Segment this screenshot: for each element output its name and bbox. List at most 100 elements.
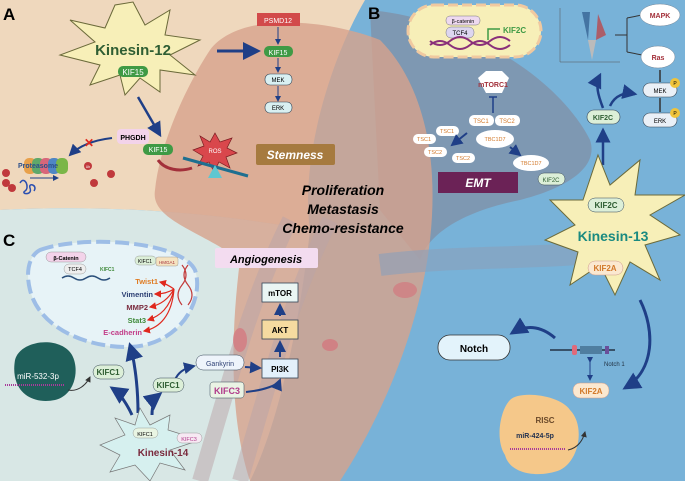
kif2c-pill — [587, 197, 625, 213]
erk-pill — [642, 112, 678, 128]
red-blood-cell — [322, 339, 338, 351]
svg-text:Ub: Ub — [86, 165, 91, 169]
psmd12-box — [257, 13, 300, 26]
mir-532-3p-label: miR-532-3p — [17, 372, 59, 381]
mapk-node — [639, 3, 681, 27]
gankyrin-label: Gankyrin — [206, 361, 234, 368]
arrow — [608, 84, 638, 107]
beta-catenin-label: β-catenin — [452, 19, 475, 25]
kif15-label: KIF15 — [269, 50, 288, 57]
emt-box — [438, 172, 518, 193]
erk-label: ERK — [272, 106, 284, 112]
svg-text:TSC2: TSC2 — [428, 150, 442, 156]
svg-text:Twist1: Twist1 — [135, 277, 158, 286]
notch1-label: Notch 1 — [604, 362, 625, 368]
hmga1-box — [155, 256, 179, 267]
svg-text:TBC1D7: TBC1D7 — [520, 161, 541, 167]
arrow — [156, 159, 193, 172]
risc-label: RISC — [535, 416, 554, 425]
mtor-box — [261, 282, 299, 303]
kif15-label: KIF15 — [149, 147, 168, 154]
gankyrin-pill — [195, 354, 245, 371]
target-gene-list: Twist1 Vimentin MMP2 Stat3 E-cadherin — [103, 277, 158, 337]
inhibition-x-icon: ✕ — [84, 136, 94, 150]
kifc3-label: KIFC3 — [181, 437, 197, 443]
arrow — [245, 378, 282, 393]
kinesin-13-label: Kinesin-13 — [578, 228, 649, 244]
svg-text:Vimentin: Vimentin — [121, 290, 153, 299]
erk-label: ERK — [654, 119, 666, 125]
panel-c-label: C — [3, 231, 15, 250]
mir-424-5p-label: miR-424-5p — [516, 433, 554, 440]
kifc1-label: KIFC1 — [156, 381, 180, 390]
kinesin-13-star — [543, 153, 685, 297]
inhibition-line — [489, 96, 497, 113]
psmd12-label: PSMD12 — [264, 18, 292, 25]
emt-label: EMT — [465, 176, 492, 190]
branch-arrow — [615, 14, 643, 56]
arrow — [508, 144, 522, 157]
arrow — [67, 376, 91, 391]
mek-pill — [264, 73, 293, 86]
angiogenesis-box — [215, 248, 318, 268]
arrow — [142, 392, 163, 416]
kif2a-label: KIF2A — [579, 387, 602, 396]
red-blood-cell — [233, 328, 247, 352]
kif2c-label: KIF2C — [594, 201, 617, 210]
mek-label: MEK — [271, 78, 284, 84]
beta-catenin-label: β-Catenin — [53, 256, 79, 262]
panel-b-label: B — [368, 4, 380, 23]
panel-a-label: A — [3, 5, 15, 24]
kifc1-label: KIFC1 — [137, 432, 153, 438]
pi3k-box — [261, 358, 299, 379]
phospho-icon — [670, 108, 680, 118]
svg-text:TSC1: TSC1 — [473, 119, 489, 125]
stemness-label: Stemness — [267, 148, 324, 162]
stemness-box — [256, 144, 335, 165]
arrow — [244, 361, 262, 374]
kinesin-14-star — [99, 407, 202, 481]
tcf4-label: TCF4 — [68, 267, 82, 273]
erk-pill — [264, 101, 293, 114]
ras-node — [640, 45, 676, 69]
kif15-pill — [143, 144, 173, 155]
chemo-resistance-label: Chemo-resistance — [282, 220, 404, 236]
blocked-arrow — [68, 137, 113, 157]
mek-pill — [642, 82, 678, 98]
transcription-arrow — [487, 28, 500, 40]
svg-text:TSC1: TSC1 — [417, 137, 431, 143]
kifc1-pill — [92, 364, 125, 380]
arrow — [109, 386, 134, 416]
balance-fulcrum — [208, 165, 222, 178]
dna-icon — [429, 36, 511, 50]
kinesin-12-label: Kinesin-12 — [95, 42, 171, 59]
tcf4-label: TCF4 — [453, 31, 469, 37]
svg-text:Stat3: Stat3 — [128, 316, 146, 325]
kinesin-12-star — [58, 1, 202, 97]
arrow — [587, 72, 605, 109]
arrow — [622, 299, 652, 390]
risc-complex — [499, 394, 579, 475]
beta-catenin-pill — [445, 15, 481, 26]
mirna-complex-icon — [14, 342, 76, 401]
volcano-plot — [559, 8, 620, 63]
phospho-label: P — [673, 81, 677, 87]
kifc1-gene-label: KIFC1 — [100, 267, 115, 273]
kif2c-gene-label: KIF2C — [503, 26, 526, 35]
kif2c-pill — [537, 172, 566, 186]
kifc1-label: KIFC1 — [96, 368, 120, 377]
red-blood-cell — [393, 282, 417, 298]
dna-helix-icon — [177, 264, 193, 306]
svg-text:MMP2: MMP2 — [126, 303, 148, 312]
kifc1-label: KIFC1 — [138, 259, 152, 265]
kifc3-pill — [176, 432, 203, 444]
arrow — [136, 96, 162, 138]
arrow — [125, 342, 143, 414]
kif2c-label: KIF2C — [542, 178, 560, 184]
phgdh-label: PHGDH — [120, 135, 145, 142]
kif2a-label: KIF2A — [593, 264, 616, 273]
phospho-icon — [670, 78, 680, 88]
svg-text:TSC1: TSC1 — [440, 129, 454, 135]
tsc-complex: TSC1 TSC2 TBC1D7 TSC1 TSC1 TSC2 TSC2 TBC… — [413, 115, 549, 171]
notch-label: Notch — [460, 344, 488, 355]
